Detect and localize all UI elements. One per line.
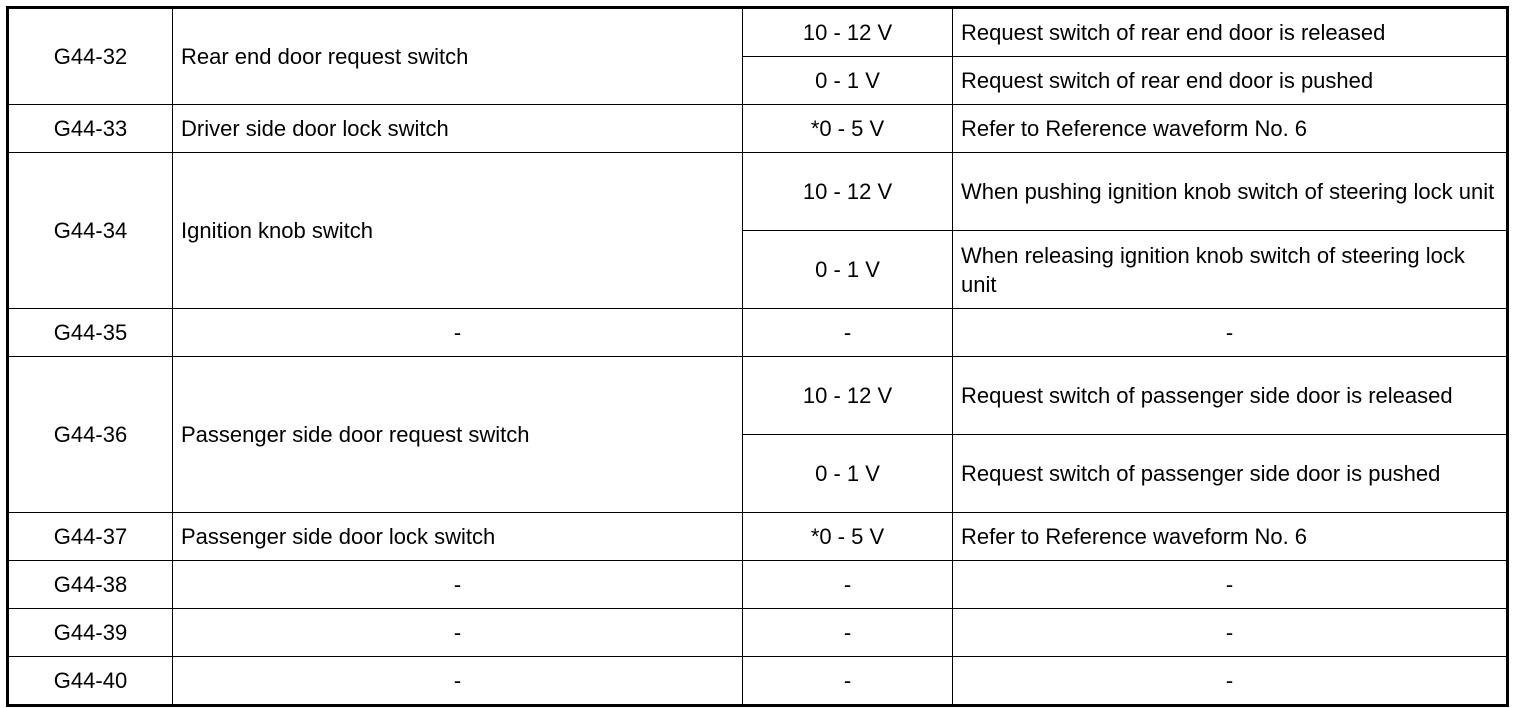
terminal-table-page: G44-32 Rear end door request switch 10 -…: [6, 6, 1509, 707]
condition-cell: Request switch of passenger side door is…: [952, 434, 1508, 513]
voltage-cell: -: [742, 308, 953, 357]
condition-cell: -: [952, 608, 1508, 657]
voltage-cell: 0 - 1 V: [742, 56, 953, 105]
voltage-cell: 0 - 1 V: [742, 230, 953, 309]
condition-cell: When pushing ignition knob switch of ste…: [952, 152, 1508, 231]
voltage-cell: *0 - 5 V: [742, 104, 953, 153]
terminal-name-cell: Rear end door request switch: [172, 7, 743, 105]
terminal-cell: G44-39: [7, 608, 173, 657]
condition-cell: -: [952, 560, 1508, 609]
voltage-cell: -: [742, 608, 953, 657]
condition-cell: Request switch of passenger side door is…: [952, 356, 1508, 435]
terminal-name-cell: -: [172, 308, 743, 357]
condition-cell: Refer to Reference waveform No. 6: [952, 104, 1508, 153]
terminal-cell: G44-36: [7, 356, 173, 513]
condition-cell: Request switch of rear end door is pushe…: [952, 56, 1508, 105]
voltage-cell: 10 - 12 V: [742, 152, 953, 231]
terminal-name-cell: Ignition knob switch: [172, 152, 743, 309]
table-row: 0 - 1 V Request switch of rear end door …: [8, 56, 1508, 105]
table-row: 0 - 1 V Request switch of passenger side…: [8, 434, 1508, 513]
condition-cell: Request switch of rear end door is relea…: [952, 7, 1508, 57]
condition-cell: -: [952, 308, 1508, 357]
voltage-cell: -: [742, 656, 953, 706]
terminal-cell: G44-35: [7, 308, 173, 357]
terminal-name-cell: Driver side door lock switch: [172, 104, 743, 153]
terminal-cell: G44-40: [7, 656, 173, 706]
terminal-name-cell: Passenger side door request switch: [172, 356, 743, 513]
table-row: G44-32 Rear end door request switch 10 -…: [7, 7, 1508, 105]
voltage-cell: 10 - 12 V: [742, 7, 953, 57]
terminal-name-cell: -: [172, 608, 743, 657]
voltage-cell: -: [742, 560, 953, 609]
voltage-cell: 10 - 12 V: [742, 356, 953, 435]
table-row: G44-38 - - -: [7, 560, 1508, 609]
table-row: G44-40 - - -: [7, 656, 1508, 706]
terminal-cell: G44-34: [7, 152, 173, 309]
voltage-cell: 0 - 1 V: [742, 434, 953, 513]
terminal-name-cell: -: [172, 560, 743, 609]
terminal-inspection-table: G44-32 Rear end door request switch 10 -…: [6, 6, 1509, 707]
terminal-name-cell: Passenger side door lock switch: [172, 512, 743, 561]
table-row: G44-35 - - -: [7, 308, 1508, 357]
table-row: G44-39 - - -: [7, 608, 1508, 657]
condition-cell: -: [952, 656, 1508, 706]
terminal-cell: G44-33: [7, 104, 173, 153]
terminal-cell: G44-38: [7, 560, 173, 609]
condition-cell: When releasing ignition knob switch of s…: [952, 230, 1508, 309]
table-row: G44-37 Passenger side door lock switch *…: [7, 512, 1508, 561]
terminal-name-cell: -: [172, 656, 743, 706]
terminal-cell: G44-32: [7, 7, 173, 105]
condition-cell: Refer to Reference waveform No. 6: [952, 512, 1508, 561]
table-row: G44-34 Ignition knob switch 10 - 12 V Wh…: [7, 152, 1508, 309]
table-row: G44-33 Driver side door lock switch *0 -…: [7, 104, 1508, 153]
voltage-cell: *0 - 5 V: [742, 512, 953, 561]
table-row: G44-36 Passenger side door request switc…: [7, 356, 1508, 513]
terminal-cell: G44-37: [7, 512, 173, 561]
